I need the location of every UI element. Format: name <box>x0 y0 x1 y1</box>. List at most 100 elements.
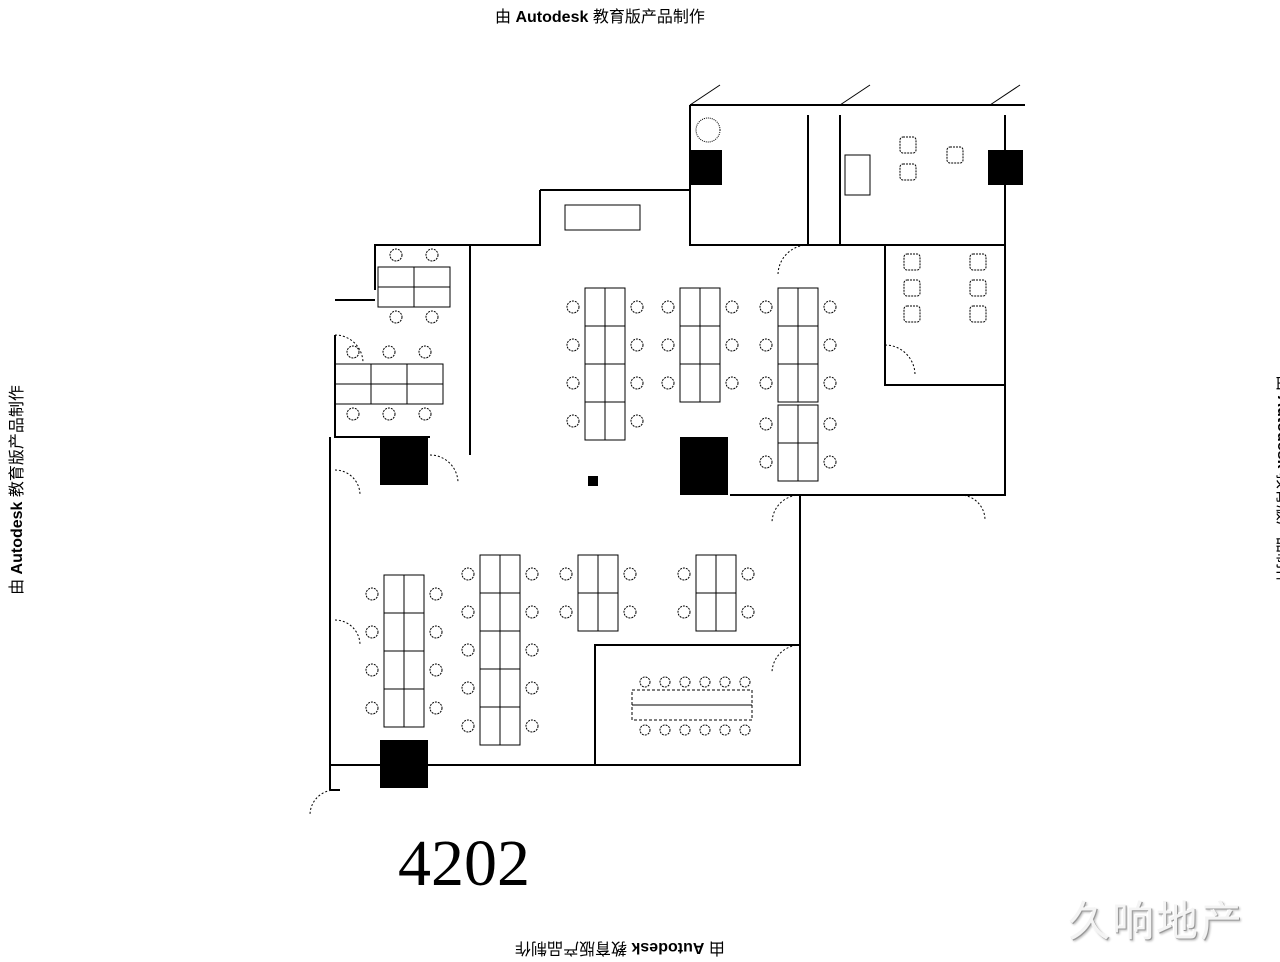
column <box>380 437 428 485</box>
desk <box>370 383 408 405</box>
chair <box>429 701 443 715</box>
workstations <box>334 117 987 746</box>
unit-number: 4202 <box>398 827 530 900</box>
chair <box>425 248 439 262</box>
chair <box>425 310 439 324</box>
desk <box>577 592 599 632</box>
chair <box>969 279 987 297</box>
desk <box>383 574 405 614</box>
chair <box>741 605 755 619</box>
chair <box>365 625 379 639</box>
column <box>380 740 428 788</box>
chair <box>823 417 837 431</box>
desk <box>797 442 819 482</box>
desk <box>499 630 521 670</box>
column <box>680 437 728 495</box>
desk <box>577 554 599 594</box>
desk <box>679 363 701 403</box>
desk <box>604 363 626 403</box>
desk <box>377 266 415 288</box>
chair <box>461 567 475 581</box>
chair <box>461 605 475 619</box>
door-swing <box>771 644 801 674</box>
chair <box>659 724 671 736</box>
chair <box>661 300 675 314</box>
chair <box>677 605 691 619</box>
chair <box>525 681 539 695</box>
door-swing <box>777 244 809 276</box>
chair <box>418 345 432 359</box>
chair <box>525 567 539 581</box>
chair <box>559 567 573 581</box>
desk <box>604 325 626 365</box>
desk <box>479 554 501 594</box>
chair <box>699 676 711 688</box>
desk <box>777 363 799 403</box>
chair <box>623 567 637 581</box>
watermark-top: 由 Autodesk 教育版产品制作 <box>495 9 705 26</box>
chair <box>382 345 396 359</box>
chair <box>739 724 751 736</box>
desk <box>777 287 799 327</box>
chair <box>903 279 921 297</box>
door-swing <box>334 334 364 364</box>
desk <box>797 287 819 327</box>
walls <box>329 104 1025 791</box>
desk <box>499 668 521 708</box>
column <box>988 150 1023 185</box>
chair <box>639 676 651 688</box>
chair <box>759 300 773 314</box>
chair <box>659 676 671 688</box>
chair <box>677 567 691 581</box>
chair <box>566 414 580 428</box>
chair <box>525 719 539 733</box>
desk <box>499 592 521 632</box>
chair <box>679 724 691 736</box>
chair <box>365 701 379 715</box>
chair <box>346 407 360 421</box>
desk <box>777 442 799 482</box>
desk <box>479 592 501 632</box>
columns <box>380 150 1023 788</box>
chair <box>969 305 987 323</box>
chair <box>639 724 651 736</box>
desk <box>334 363 372 385</box>
chair <box>741 567 755 581</box>
chair <box>630 300 644 314</box>
chair <box>661 376 675 390</box>
desk <box>584 287 606 327</box>
desk <box>715 554 737 594</box>
chair <box>566 300 580 314</box>
chair <box>525 643 539 657</box>
chair <box>903 253 921 271</box>
desk <box>403 650 425 690</box>
desk <box>403 574 425 614</box>
desk <box>403 688 425 728</box>
window-vent <box>689 84 721 106</box>
desk <box>695 592 717 632</box>
desk <box>695 554 717 594</box>
desk <box>383 612 405 652</box>
chair <box>899 136 917 154</box>
cabinet <box>844 154 871 196</box>
conference-table <box>631 689 753 721</box>
chair <box>461 643 475 657</box>
desk <box>377 286 415 308</box>
chair <box>525 605 539 619</box>
desk <box>597 592 619 632</box>
chair <box>566 338 580 352</box>
desk <box>699 287 721 327</box>
chair <box>382 407 396 421</box>
chair <box>661 338 675 352</box>
chair <box>946 146 964 164</box>
desk <box>604 401 626 441</box>
chair <box>823 300 837 314</box>
doors <box>309 84 1021 816</box>
desk <box>777 325 799 365</box>
window-vent <box>839 84 871 106</box>
chair <box>725 338 739 352</box>
desk <box>597 554 619 594</box>
chair <box>899 163 917 181</box>
chair <box>719 676 731 688</box>
